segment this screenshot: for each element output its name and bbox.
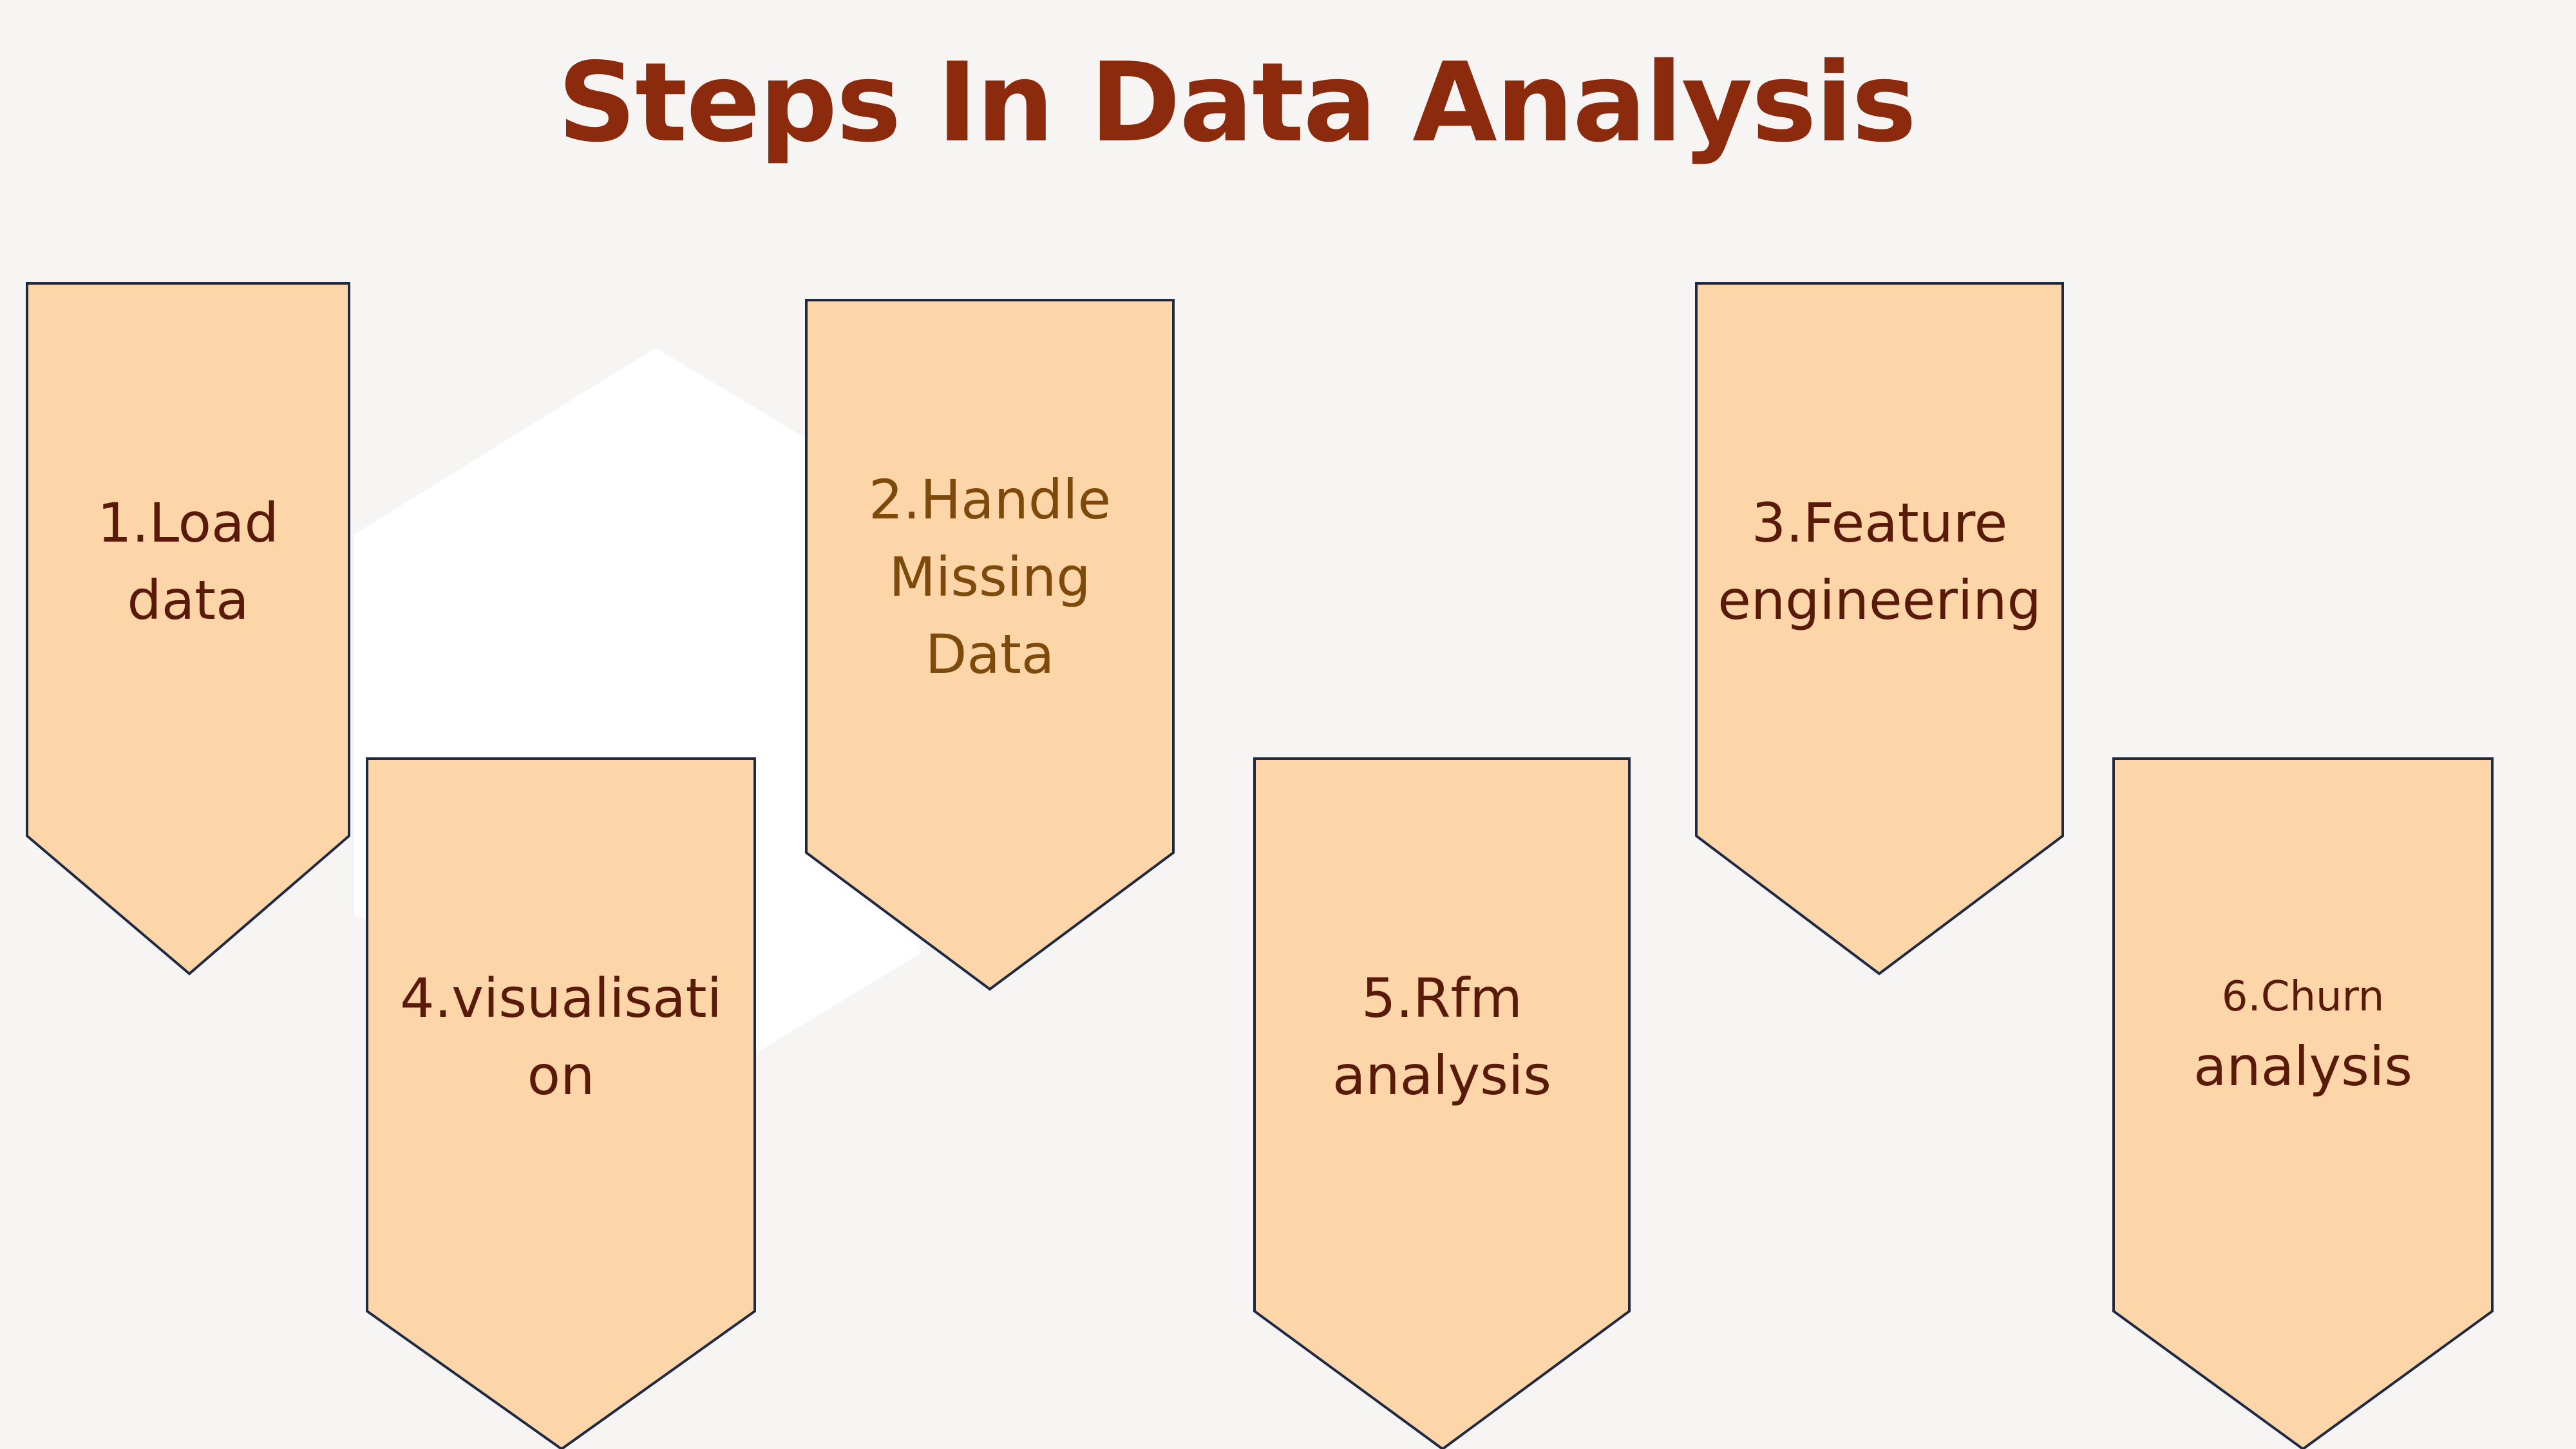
step-6-arrow	[2112, 757, 2494, 1449]
step-2-line-2: Missing	[889, 545, 1091, 609]
step-2-line-3: Data	[925, 623, 1055, 686]
step-3-arrow	[1695, 282, 2064, 976]
step-2-arrow	[805, 299, 1175, 991]
page-title: Steps In Data Analysis	[557, 39, 1917, 167]
step-1-line-1: 1.Load	[97, 491, 279, 554]
step-1-arrow	[26, 282, 350, 976]
step-3-line-2: engineering	[1718, 569, 2041, 632]
step-6-label: 6.Churn analysis	[2114, 966, 2492, 1105]
step-4-arrow	[366, 757, 756, 1449]
step-6-line-2: analysis	[2193, 1035, 2413, 1098]
step-3-label: 3.Feature engineering	[1696, 484, 2063, 639]
step-3-line-1: 3.Feature	[1751, 491, 2008, 554]
step-2-line-1: 2.Handle	[868, 468, 1112, 531]
step-4-label: 4.visualisati on	[367, 960, 755, 1114]
step-5-line-2: analysis	[1332, 1044, 1552, 1107]
step-5-line-1: 5.Rfm	[1361, 967, 1522, 1030]
step-1-label: 1.Load data	[27, 484, 349, 639]
step-4-line-1: 4.visualisati	[400, 967, 722, 1030]
step-5-label: 5.Rfm analysis	[1255, 960, 1629, 1114]
step-1-line-2: data	[127, 569, 249, 632]
step-6-line-1: 6.Churn	[2221, 973, 2385, 1021]
step-5-arrow	[1253, 757, 1631, 1449]
step-2-label: 2.Handle Missing Data	[806, 461, 1173, 693]
step-4-line-2: on	[527, 1044, 595, 1107]
